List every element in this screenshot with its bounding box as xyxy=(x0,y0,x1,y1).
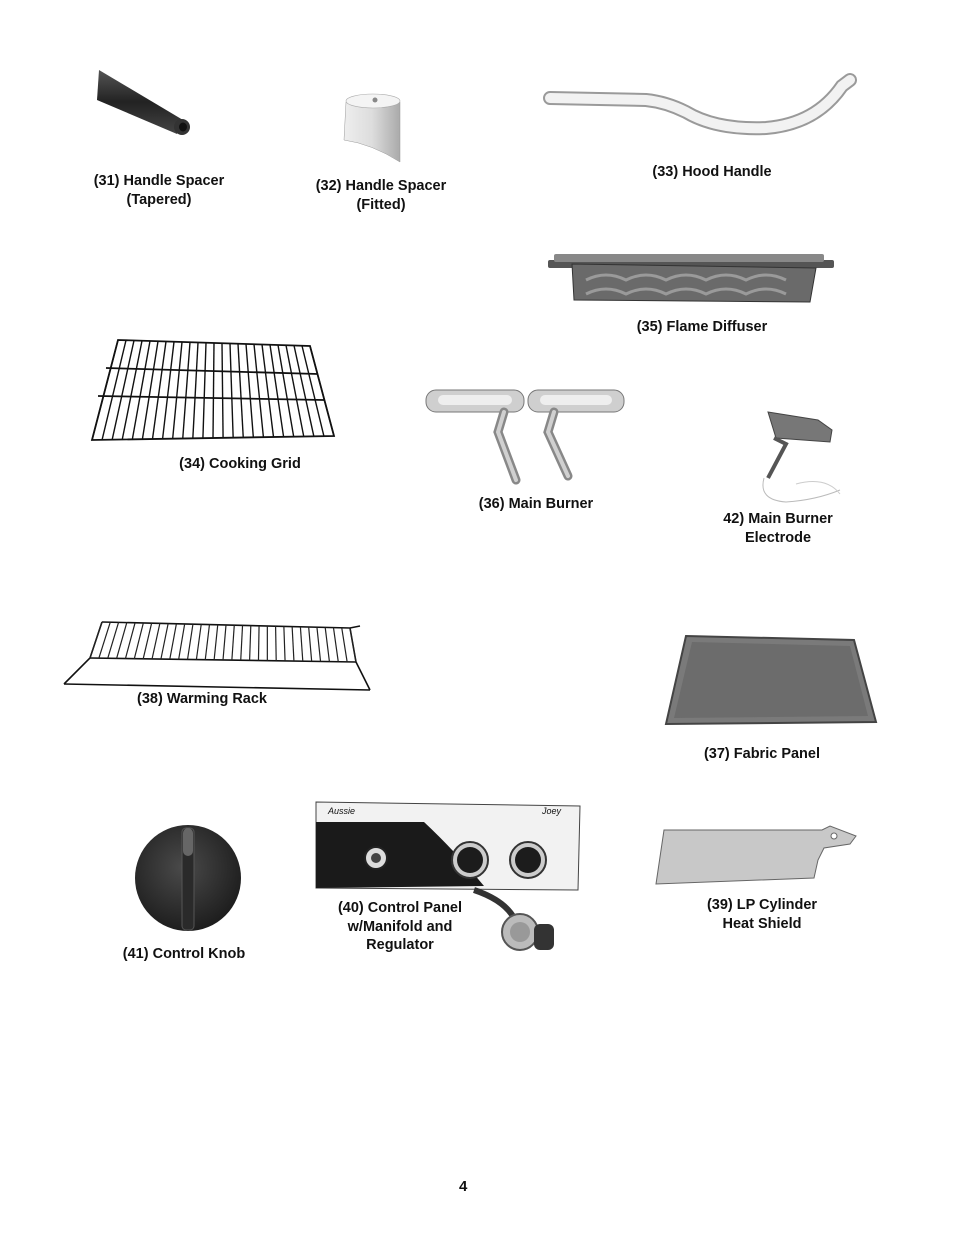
cooking-grid-illustration xyxy=(90,339,336,441)
part-36-label: (36) Main Burner xyxy=(478,496,594,512)
part-40-label: (40) Control Panel w/Manifold and Regula… xyxy=(337,900,463,953)
control-panel-brand-right: Joey xyxy=(542,806,562,816)
main-burner-electrode-illustration xyxy=(762,411,841,503)
part-41-label: (41) Control Knob xyxy=(122,946,246,962)
part-42-label: 42) Main Burner Electrode xyxy=(723,511,833,546)
lp-cylinder-heat-shield-illustration xyxy=(655,825,857,885)
page-number: 4 xyxy=(459,1178,468,1195)
part-37-label: (37) Fabric Panel xyxy=(703,746,821,762)
part-31-label: (31) Handle Spacer (Tapered) xyxy=(93,173,225,208)
control-knob-illustration xyxy=(135,825,241,931)
handle-spacer-tapered-illustration xyxy=(97,70,190,135)
fabric-panel-illustration xyxy=(664,634,878,726)
part-35-label: (35) Flame Diffuser xyxy=(636,319,768,335)
part-38-label: (38) Warming Rack xyxy=(137,691,267,707)
flame-diffuser-illustration xyxy=(548,254,834,303)
part-39-label: (39) LP Cylinder Heat Shield xyxy=(706,897,818,932)
part-32-label: (32) Handle Spacer (Fitted) xyxy=(315,178,447,213)
control-panel-brand-left: Aussie xyxy=(328,806,356,816)
handle-spacer-fitted-illustration xyxy=(343,93,401,163)
main-burner-illustration xyxy=(425,389,625,485)
warming-rack-illustration xyxy=(63,621,371,691)
part-34-label: (34) Cooking Grid xyxy=(179,456,301,472)
part-33-label: (33) Hood Handle xyxy=(652,164,772,180)
hood-handle-illustration xyxy=(543,73,857,136)
control-panel-illustration xyxy=(315,801,581,951)
